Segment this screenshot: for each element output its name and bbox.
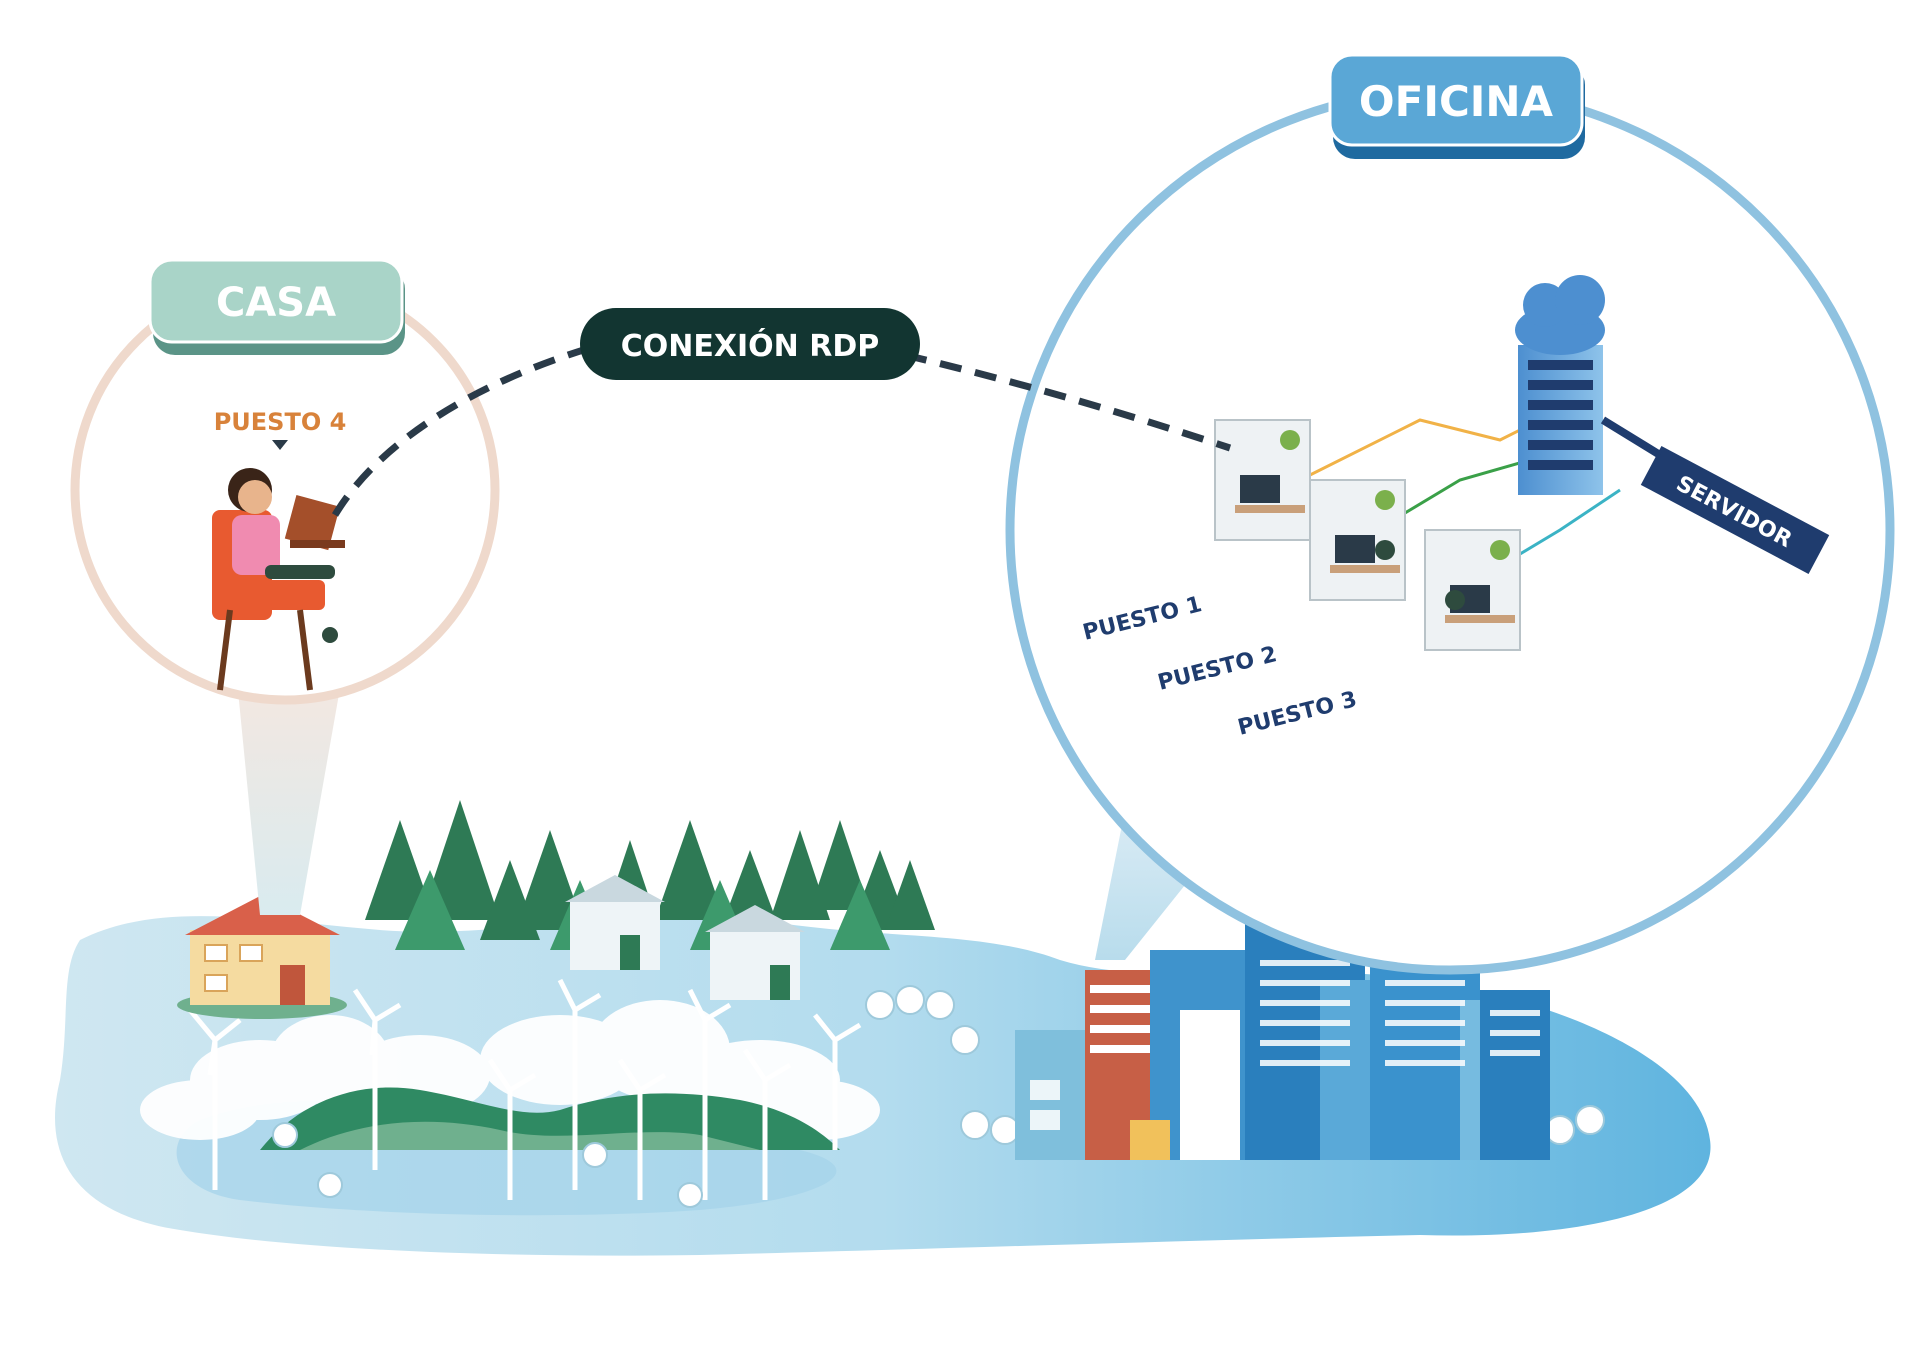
house-icon: [565, 875, 805, 1000]
casa-label: CASA: [216, 280, 336, 326]
conexion-rdp-tag: CONEXIÓN RDP: [580, 308, 920, 380]
rdp-dashed-line-left: [331, 341, 601, 517]
casa-tag: CASA: [148, 258, 405, 355]
oficina-bubble: SERVIDOR PUESTO 1 PUESTO 2 PUESTO 3: [1005, 85, 1895, 975]
conexion-rdp-label: CONEXIÓN RDP: [621, 327, 879, 364]
landscape: [55, 800, 1711, 1256]
rdp-dashed-line-right: [904, 351, 1232, 452]
office-building-icon: [1015, 920, 1550, 1160]
puesto-4-label: PUESTO 4: [214, 408, 347, 436]
casa-bubble: PUESTO 4: [70, 275, 500, 915]
desk-workstation-icon: [1214, 419, 1311, 541]
desk-workstation-icon: [1424, 529, 1521, 651]
marker-icon: [272, 440, 288, 450]
cloud-icon: [1515, 275, 1605, 355]
wind-turbine-icon: [188, 978, 862, 1200]
server-rack-icon: [1518, 345, 1603, 495]
oficina-label: OFICINA: [1359, 77, 1554, 126]
oficina-tag: OFICINA: [1328, 53, 1585, 159]
person-laptop-icon: [212, 468, 345, 691]
house-icon: [177, 895, 347, 1019]
connector: [1600, 416, 1663, 459]
desk-workstation-icon: [1309, 479, 1406, 601]
